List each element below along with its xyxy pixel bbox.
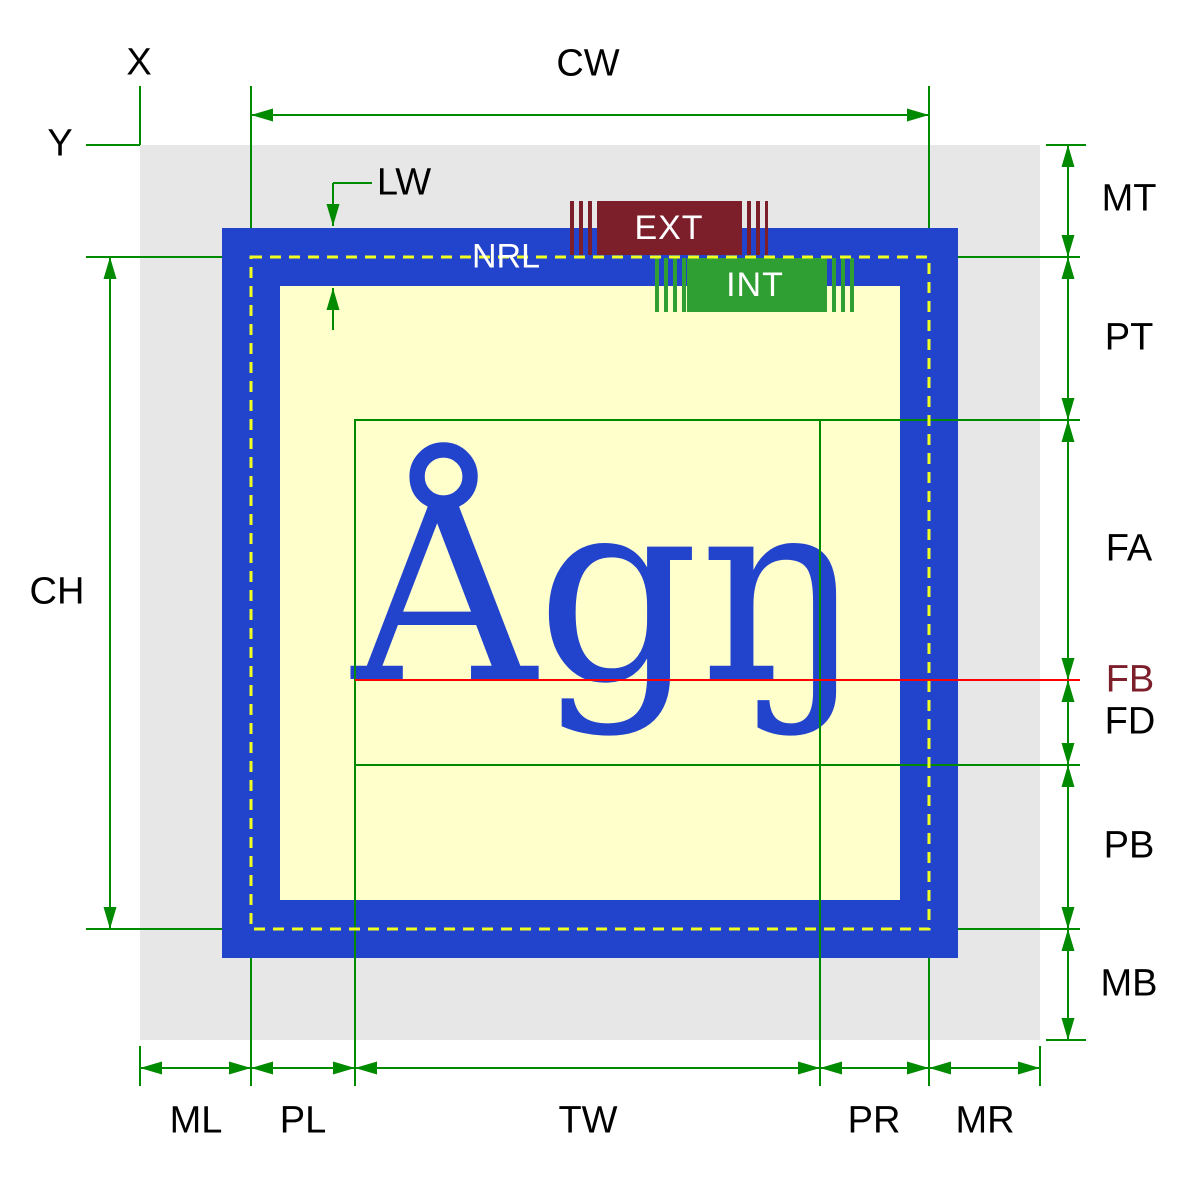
label-pl: PL: [279, 1099, 327, 1142]
label-cw: CW: [556, 42, 620, 85]
label-fb: FB: [1105, 658, 1155, 701]
label-nrl: NRL: [471, 237, 541, 276]
label-x: X: [126, 41, 152, 84]
ext-badge: EXT: [570, 201, 768, 255]
label-fd: FD: [1104, 700, 1156, 743]
label-pb: PB: [1103, 824, 1155, 867]
ext-badge-label: EXT: [600, 201, 738, 255]
glyph-sample-text: Ågŋ: [352, 443, 864, 740]
label-fa: FA: [1105, 527, 1153, 570]
label-tw: TW: [558, 1099, 618, 1142]
label-ml: ML: [169, 1099, 223, 1142]
label-mb: MB: [1100, 962, 1158, 1005]
int-badge-label: INT: [687, 258, 823, 312]
ext-hatch-left-icon: [570, 201, 600, 255]
label-pr: PR: [847, 1099, 901, 1142]
int-hatch-right-icon: [823, 258, 855, 312]
int-badge: INT: [655, 258, 855, 312]
int-hatch-left-icon: [655, 258, 687, 312]
label-mt: MT: [1101, 177, 1157, 220]
label-pt: PT: [1104, 316, 1154, 359]
label-ch: CH: [29, 570, 85, 613]
label-mr: MR: [955, 1099, 1015, 1142]
ext-hatch-right-icon: [738, 201, 768, 255]
label-y: Y: [47, 122, 73, 165]
label-lw: LW: [376, 161, 432, 204]
